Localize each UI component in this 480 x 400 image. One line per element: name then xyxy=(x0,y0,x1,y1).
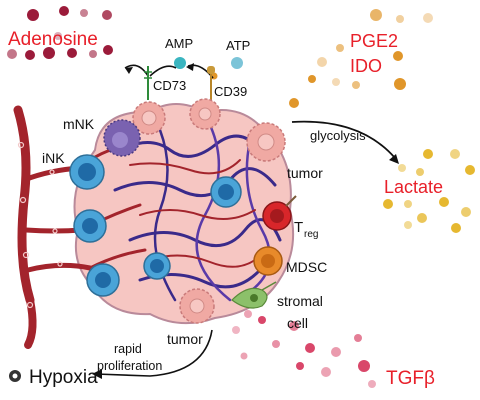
proliferation-label: proliferation xyxy=(97,359,162,373)
nk-cell xyxy=(210,176,242,208)
nk-cell xyxy=(143,252,171,280)
mnk-label: mNK xyxy=(63,116,95,132)
mdsc-label: MDSC xyxy=(286,259,327,275)
adenosine-molecules xyxy=(7,6,113,60)
tgfb-label: TGFβ xyxy=(386,368,435,389)
tumor-cell xyxy=(132,101,166,135)
amp-to-adenosine-arrow xyxy=(124,64,149,77)
pge2-ido-molecules xyxy=(289,9,433,108)
ido-label: IDO xyxy=(350,56,382,76)
hypoxia-label: Hypoxia xyxy=(29,367,98,388)
tgfb-molecules xyxy=(232,310,376,388)
cd73-label: CD73 xyxy=(153,78,186,93)
red-blood-cells xyxy=(17,141,63,309)
mdsc-cell xyxy=(253,246,283,276)
tumor-cell xyxy=(189,98,221,130)
rapid-label: rapid xyxy=(114,342,142,356)
lactate-label: Lactate xyxy=(384,177,443,197)
treg-cell xyxy=(262,195,297,231)
stromal-cell xyxy=(231,281,277,309)
tumor-cell-bottom xyxy=(179,288,215,324)
tumor-mass xyxy=(73,103,295,325)
mnk-cell xyxy=(103,119,141,157)
amp-molecule xyxy=(174,57,186,69)
tumor-bottom-label: tumor xyxy=(167,331,203,347)
treg-label: T xyxy=(294,219,303,236)
ink-label: iNK xyxy=(42,150,65,166)
atp-molecule xyxy=(231,57,243,69)
cd73-receptor xyxy=(144,66,152,100)
glycolysis-label: glycolysis xyxy=(310,128,366,143)
cd39-receptor xyxy=(207,66,215,104)
cell-label: cell xyxy=(287,315,308,331)
nk-cell xyxy=(73,209,107,243)
glycolysis-arrow xyxy=(291,120,396,159)
amp-label: AMP xyxy=(165,36,193,51)
stromal-label: stromal xyxy=(277,293,323,309)
oxygen-icon xyxy=(9,370,21,382)
tumor-cell-right xyxy=(246,122,286,162)
hypoxia-arrow xyxy=(95,329,213,377)
treg-subscript: reg xyxy=(304,229,318,240)
adenosine-label: Adenosine xyxy=(8,29,98,50)
pge2-label: PGE2 xyxy=(350,31,398,51)
ink-cell xyxy=(69,154,105,190)
cd39-label: CD39 xyxy=(214,84,247,99)
lactate-molecules xyxy=(383,149,475,233)
tumor-right-label: tumor xyxy=(287,165,323,181)
nk-cell xyxy=(86,263,120,297)
atp-label: ATP xyxy=(226,38,250,53)
